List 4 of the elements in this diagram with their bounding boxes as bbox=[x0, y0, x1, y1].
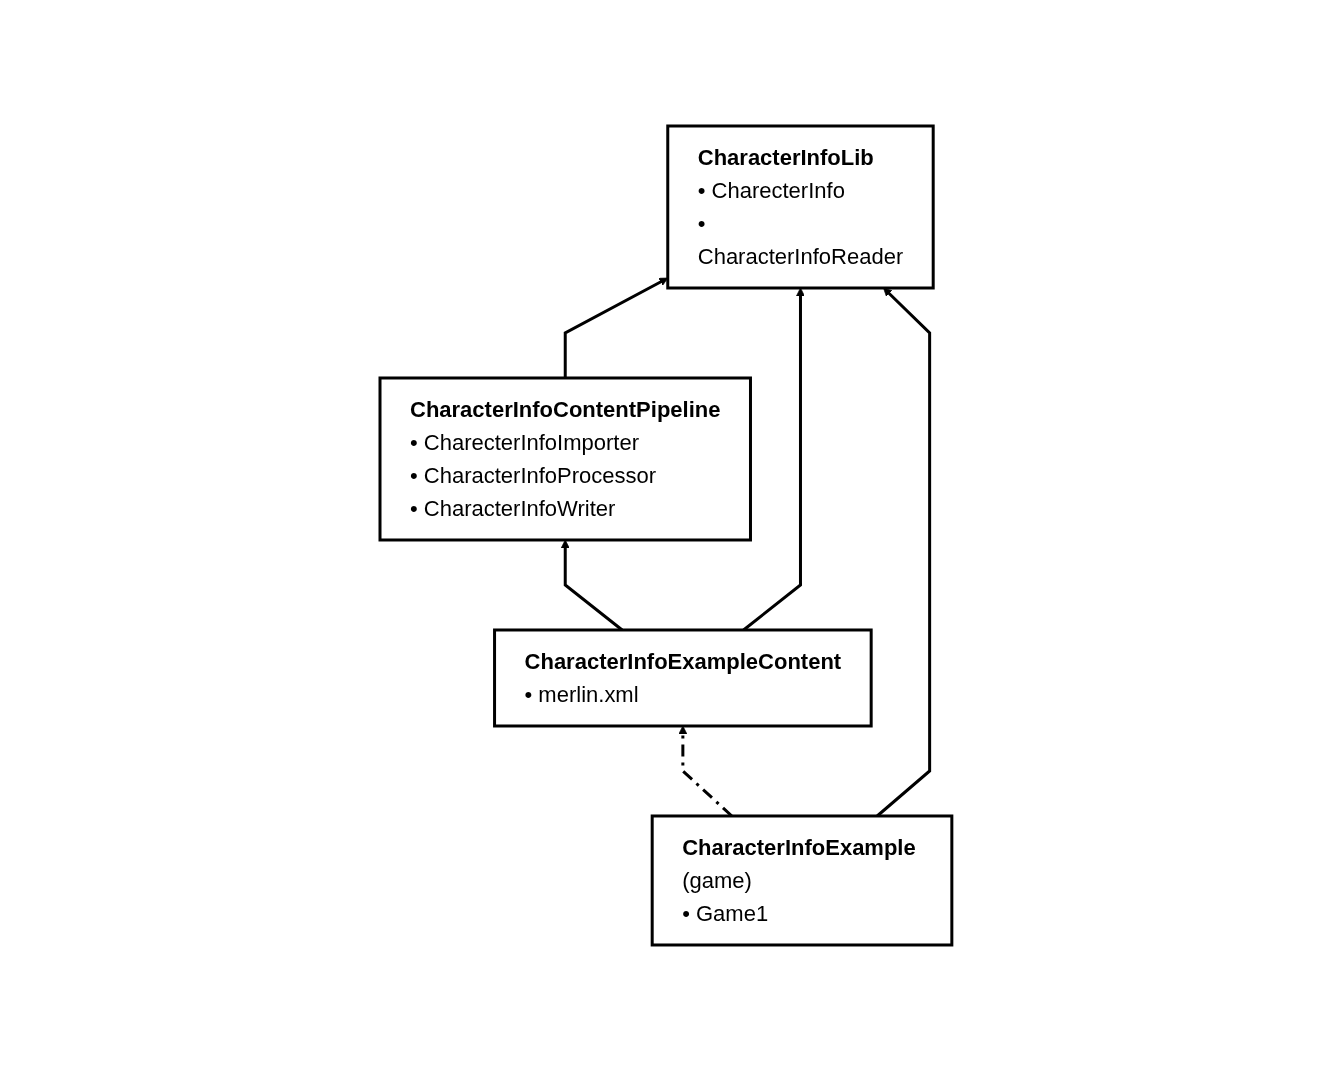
node-box: CharacterInfoExample (game) • Game1 bbox=[650, 814, 954, 947]
node-box: CharacterInfoContentPipeline • CharecterInfoImporter • CharacterInfoProcessor • CharacterInfoWriter bbox=[378, 376, 753, 542]
node-box: CharacterInfoLib • CharecterInfo • CharacterInfoReader bbox=[666, 124, 935, 290]
node-box: CharacterInfoExampleContent • merlin.xml bbox=[493, 628, 873, 728]
